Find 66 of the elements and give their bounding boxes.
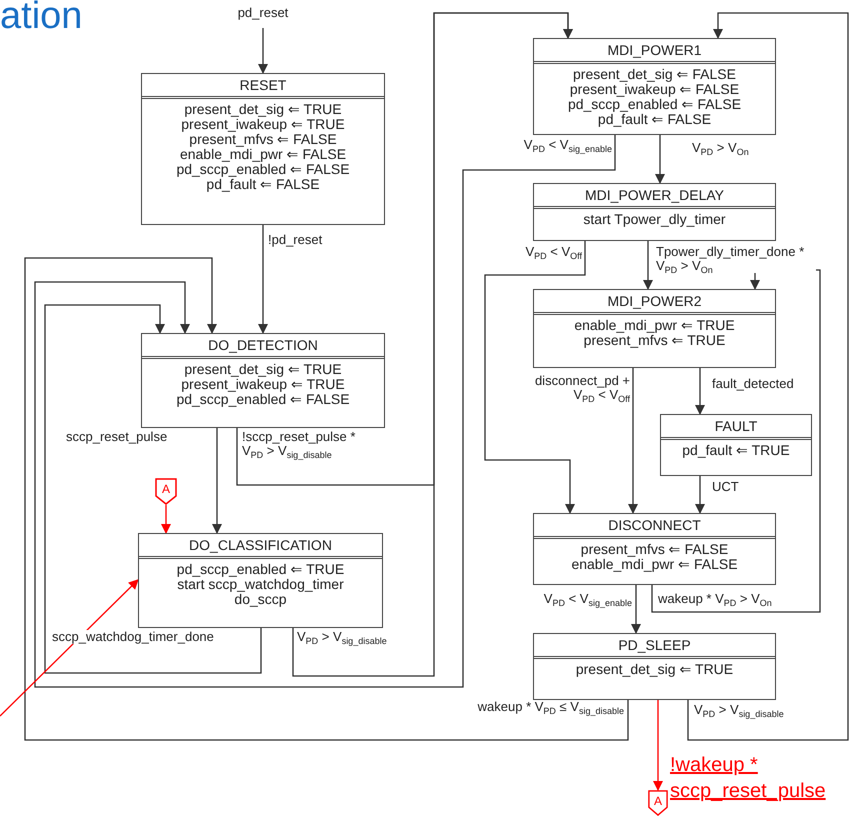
state-action: pd_sccp_enabled ⇐ TRUE — [176, 562, 346, 577]
transition-arrow — [655, 135, 665, 184]
state-name: FAULT — [661, 415, 811, 440]
state-action: present_iwakeup ⇐ TRUE — [180, 377, 346, 392]
transition-arrow — [212, 428, 222, 534]
state-action: enable_mdi_pwr ⇐ FALSE — [570, 557, 739, 572]
state-action: start sccp_watchdog_timer — [176, 577, 345, 592]
transition-arrow — [484, 241, 586, 514]
state-name: DO_CLASSIFICATION — [139, 534, 382, 559]
transition-arrow — [651, 269, 821, 613]
state-action: present_det_sig ⇐ TRUE — [574, 662, 734, 677]
state-action: pd_fault ⇐ FALSE — [206, 177, 321, 192]
state-action: present_det_sig ⇐ FALSE — [572, 67, 737, 82]
state-action: present_iwakeup ⇐ TRUE — [180, 117, 346, 132]
transition-arrow — [24, 257, 629, 741]
state-name: RESET — [142, 74, 384, 99]
state-action: present_det_sig ⇐ TRUE — [183, 102, 343, 117]
state-box — [533, 289, 776, 368]
state-box — [138, 533, 383, 628]
state-name: PD_SLEEP — [534, 634, 775, 659]
state-action: present_iwakeup ⇐ FALSE — [568, 82, 740, 97]
off-page-connector — [648, 790, 668, 816]
edge-label: Tpower_dly_timer_done * V$_{PD}$ > V$_{On}$ — [656, 245, 816, 273]
state-action: pd_fault ⇐ TRUE — [681, 443, 791, 458]
state-action: pd_sccp_enabled ⇐ FALSE — [175, 162, 351, 177]
state-box — [533, 513, 776, 585]
transition-arrow — [695, 368, 705, 415]
transition-arrow — [258, 28, 268, 74]
state-action: present_det_sig ⇐ TRUE — [183, 362, 343, 377]
state-name: DO_DETECTION — [142, 334, 384, 359]
state-box — [141, 333, 385, 428]
state-box — [141, 73, 385, 225]
state-action: enable_mdi_pwr ⇐ TRUE — [573, 318, 736, 333]
transition-arrow — [631, 585, 641, 634]
state-action: pd_sccp_enabled ⇐ FALSE — [566, 97, 742, 112]
state-box — [533, 183, 776, 241]
transition-arrow — [695, 476, 705, 514]
state-name: MDI_POWER_DELAY — [534, 184, 775, 209]
title: ation — [0, 0, 82, 38]
state-name: DISCONNECT — [534, 514, 775, 539]
transition-arrow — [34, 135, 616, 688]
off-page-connector — [155, 478, 177, 505]
transition-arrow — [643, 241, 653, 290]
state-action: present_mfvs ⇐ TRUE — [584, 333, 726, 348]
state-action: present_mfvs ⇐ FALSE — [189, 132, 338, 147]
state-action: do_sccp — [234, 592, 287, 607]
transition-arrow — [292, 12, 573, 677]
state-action: pd_fault ⇐ FALSE — [598, 112, 712, 127]
state-box — [660, 414, 812, 476]
state-box — [533, 38, 776, 135]
transition-arrow — [258, 225, 268, 334]
state-action: pd_sccp_enabled ⇐ FALSE — [175, 392, 351, 407]
state-name: MDI_POWER1 — [534, 39, 775, 64]
connector-letter: A — [162, 481, 170, 497]
state-box — [533, 633, 776, 700]
state-name: MDI_POWER2 — [534, 290, 775, 315]
transition-arrow — [687, 12, 849, 741]
transition-arrow — [161, 505, 171, 534]
state-action: enable_mdi_pwr ⇐ FALSE — [178, 147, 348, 162]
transition-arrow — [628, 368, 638, 514]
connector-letter: A — [654, 793, 662, 809]
pointer-arrow — [0, 579, 139, 716]
state-action: present_mfvs ⇐ FALSE — [580, 542, 730, 557]
transition-arrow — [44, 304, 262, 674]
state-action: start Tpower_dly_timer — [582, 212, 727, 227]
transition-arrow — [653, 700, 663, 791]
